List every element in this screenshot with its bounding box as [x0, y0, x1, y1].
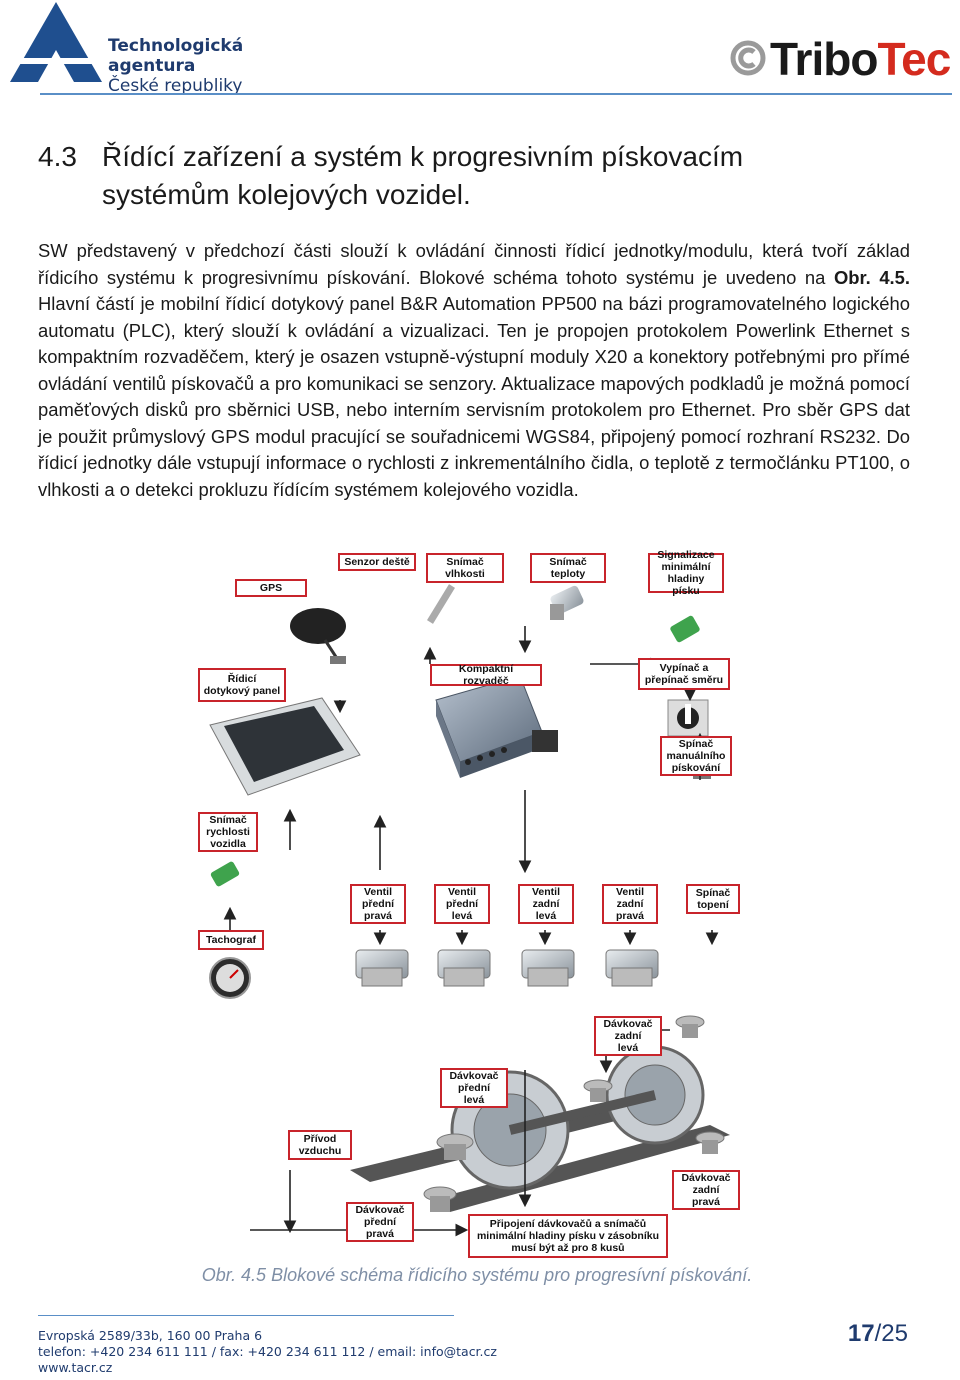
label-sand-level: Signalizace minimální hladiny písku — [648, 549, 724, 597]
section-number: 4.3 — [38, 141, 77, 172]
header-divider — [40, 93, 952, 95]
partner-wordmark: TriboTec — [770, 33, 951, 85]
diagram-graphics — [209, 584, 730, 1237]
valve-front-left-icon — [437, 949, 491, 987]
label-doser-rear-left: Dávkovač zadní levá — [594, 1016, 662, 1056]
doser-rear-right-icon — [695, 1131, 725, 1154]
label-temperature-sensor: Snímač teploty — [530, 553, 606, 583]
doser-front-right-icon — [423, 1186, 457, 1212]
footer: Evropská 2589/33b, 160 00 Praha 6 telefo… — [38, 1328, 497, 1376]
wheelset-icon — [350, 1045, 730, 1212]
org-name-line1: Technologická agentura — [108, 36, 244, 76]
valve-front-right-icon — [355, 949, 409, 987]
section-title-line1: Řídící zařízení a systém k progresivním … — [102, 141, 744, 172]
org-name-line2: České republiky — [108, 76, 243, 96]
label-manual-sanding: Spínač manuálního pískování — [660, 736, 732, 776]
label-compact-cabinet: Kompaktní rozvaděč — [430, 663, 542, 687]
label-valve-front-left: Ventil přední levá — [434, 884, 490, 924]
label-gps: GPS — [235, 579, 307, 597]
label-tachograph: Tachograf — [198, 930, 264, 950]
label-speed-sensor: Snímač rychlosti vozidla — [198, 812, 258, 852]
label-connection-note: Připojení dávkovačů a snímačů minimální … — [468, 1214, 668, 1258]
copyright-circle-icon — [730, 40, 766, 76]
direction-switch-icon — [667, 699, 709, 737]
figure-reference: Obr. 4.5. — [833, 266, 910, 288]
footer-address: Evropská 2589/33b, 160 00 Praha 6 — [38, 1328, 263, 1343]
label-heating-switch: Spínač topení — [686, 884, 740, 914]
label-doser-rear-right: Dávkovač zadní pravá — [672, 1170, 740, 1210]
doser-front-left-icon — [583, 1079, 613, 1102]
label-valve-front-right: Ventil přední pravá — [350, 884, 406, 924]
touch-panel-icon — [209, 697, 361, 796]
label-direction-switch: Vypínač a přepínač směru — [638, 658, 730, 690]
doser-rear-left-icon — [675, 1015, 705, 1038]
tacr-triangle-icon — [8, 2, 104, 82]
label-doser-front-right: Dávkovač přední pravá — [346, 1202, 414, 1242]
footer-web: www.tacr.cz — [38, 1360, 113, 1375]
label-humidity-sensor: Snímač vlhkosti — [426, 553, 504, 583]
tribotec-logo: TriboTec — [730, 33, 954, 85]
label-air-supply: Přívod vzduchu — [288, 1130, 352, 1160]
label-valve-rear-right: Ventil zadní pravá — [602, 884, 658, 924]
speed-sensor-icon — [210, 861, 240, 887]
valve-rear-right-icon — [605, 949, 659, 987]
valve-rear-left-icon — [521, 949, 575, 987]
label-touch-panel: Řídicí dotykový panel — [198, 668, 286, 702]
figure-caption: Obr. 4.5 Blokové schéma řídicího systému… — [201, 1265, 753, 1285]
tacr-wordmark: Technologická agentura České republiky — [108, 36, 308, 96]
air-supply-icon — [436, 1133, 474, 1160]
label-valve-rear-left: Ventil zadní levá — [518, 884, 574, 924]
page-current: 17 — [847, 1320, 875, 1347]
footer-contact: telefon: +420 234 611 111 / fax: +420 23… — [38, 1344, 497, 1359]
tacr-logo: Technologická agentura České republiky — [8, 0, 308, 96]
level-sensor-icon — [670, 615, 700, 643]
tachograph-icon — [209, 957, 251, 999]
page-number: 17/25 — [847, 1320, 908, 1347]
footer-divider — [38, 1315, 454, 1316]
gps-antenna-icon — [290, 608, 346, 644]
page-total: 25 — [881, 1320, 908, 1347]
block-diagram: GPS Senzor deště Snímač vlhkosti Snímač … — [190, 549, 760, 1262]
body-paragraph: SW představený v předchozí části slouží … — [38, 240, 910, 500]
humidity-sensor-icon — [427, 584, 455, 624]
section-heading: 4.3 Řídící zařízení a systém k progresivn… — [38, 138, 918, 214]
label-doser-front-left: Dávkovač přední levá — [440, 1068, 508, 1108]
section-title-line2: systémům kolejových vozidel. — [102, 179, 471, 210]
label-rain-sensor: Senzor deště — [338, 553, 416, 571]
control-cabinet-icon — [435, 675, 558, 778]
